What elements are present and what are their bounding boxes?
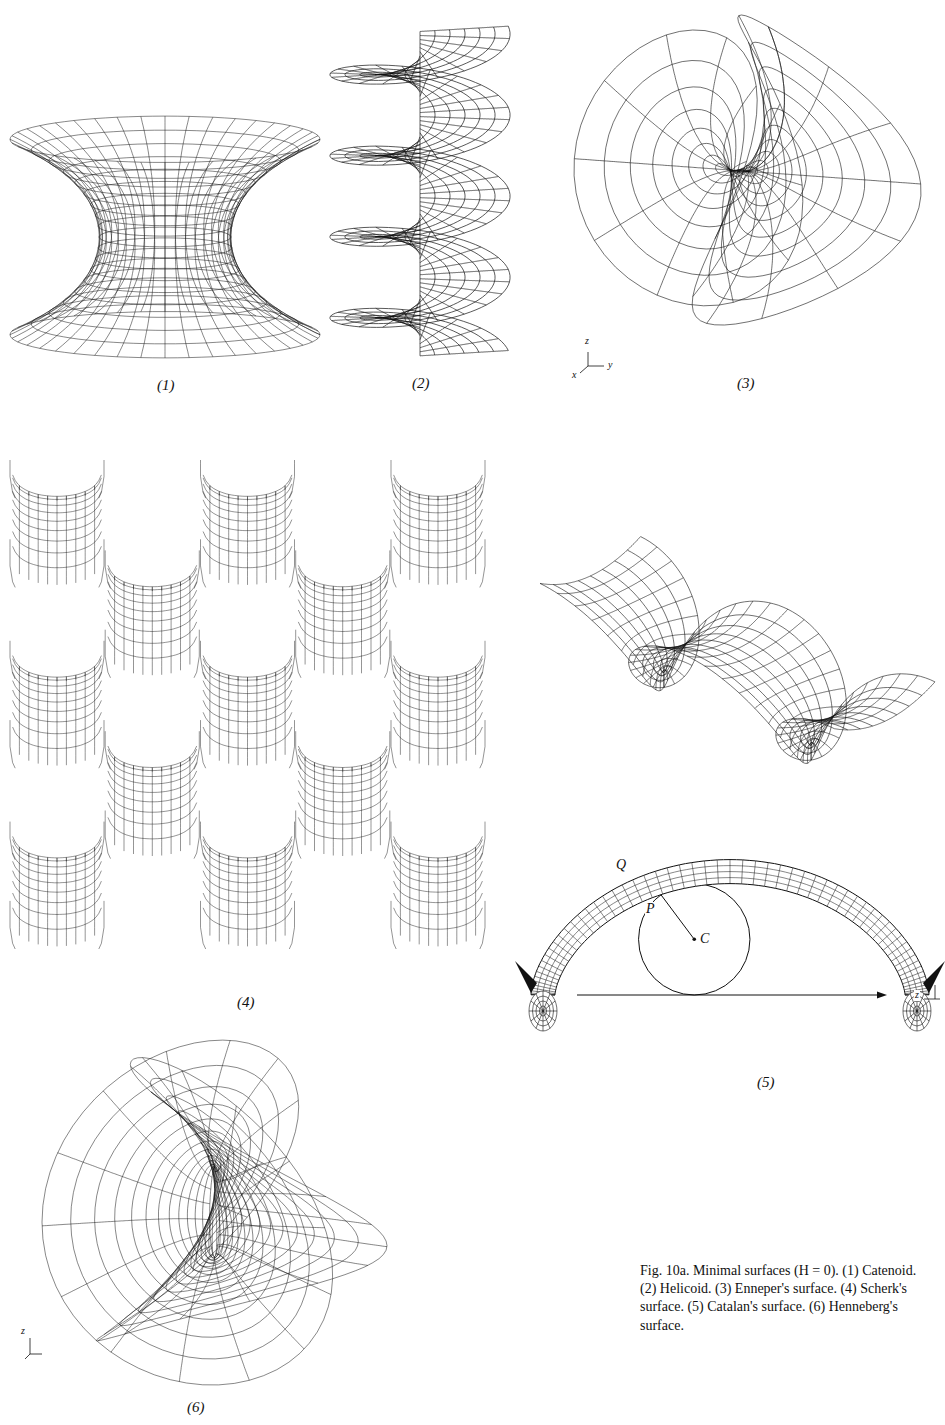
catalan-mesh bbox=[540, 537, 935, 764]
point-label: Q bbox=[615, 858, 627, 873]
figure-number: (1) bbox=[156, 378, 176, 394]
base-line bbox=[577, 995, 879, 996]
helicoid-mesh bbox=[330, 26, 510, 356]
point-label: C bbox=[699, 932, 710, 947]
catalan-end-horn bbox=[515, 961, 537, 993]
axis-label: z bbox=[584, 336, 590, 347]
catalan-end-loop bbox=[903, 991, 931, 1031]
center-dot bbox=[692, 938, 696, 942]
rolling-circle bbox=[639, 884, 750, 995]
catalan-end-horn bbox=[923, 961, 945, 993]
figure-number: (2) bbox=[411, 376, 431, 392]
axis-mark bbox=[25, 352, 940, 1359]
axis-label: x bbox=[571, 370, 577, 381]
catalan-end-loop bbox=[529, 991, 557, 1031]
axis-label: y bbox=[607, 360, 613, 371]
henneberg-mesh bbox=[42, 1040, 387, 1385]
base-arrowhead bbox=[877, 992, 887, 999]
scherk-mesh bbox=[10, 460, 485, 949]
axis-label: z bbox=[914, 990, 920, 1001]
radius-line bbox=[661, 895, 694, 940]
catalan-arch-band bbox=[531, 860, 929, 995]
figure-number: (4) bbox=[236, 995, 256, 1011]
figure-number: (6) bbox=[186, 1400, 206, 1416]
figure-number: (3) bbox=[736, 376, 756, 392]
catalan-arch-mesh bbox=[531, 860, 929, 995]
enneper-mesh bbox=[574, 15, 921, 325]
catenoid-mesh bbox=[10, 116, 320, 358]
figure-number: (5) bbox=[756, 1075, 776, 1091]
figure-caption: Fig. 10a. Minimal surfaces (H = 0). (1) … bbox=[640, 1262, 932, 1335]
point-label: P bbox=[645, 902, 656, 917]
axis-label: z bbox=[20, 1326, 26, 1337]
